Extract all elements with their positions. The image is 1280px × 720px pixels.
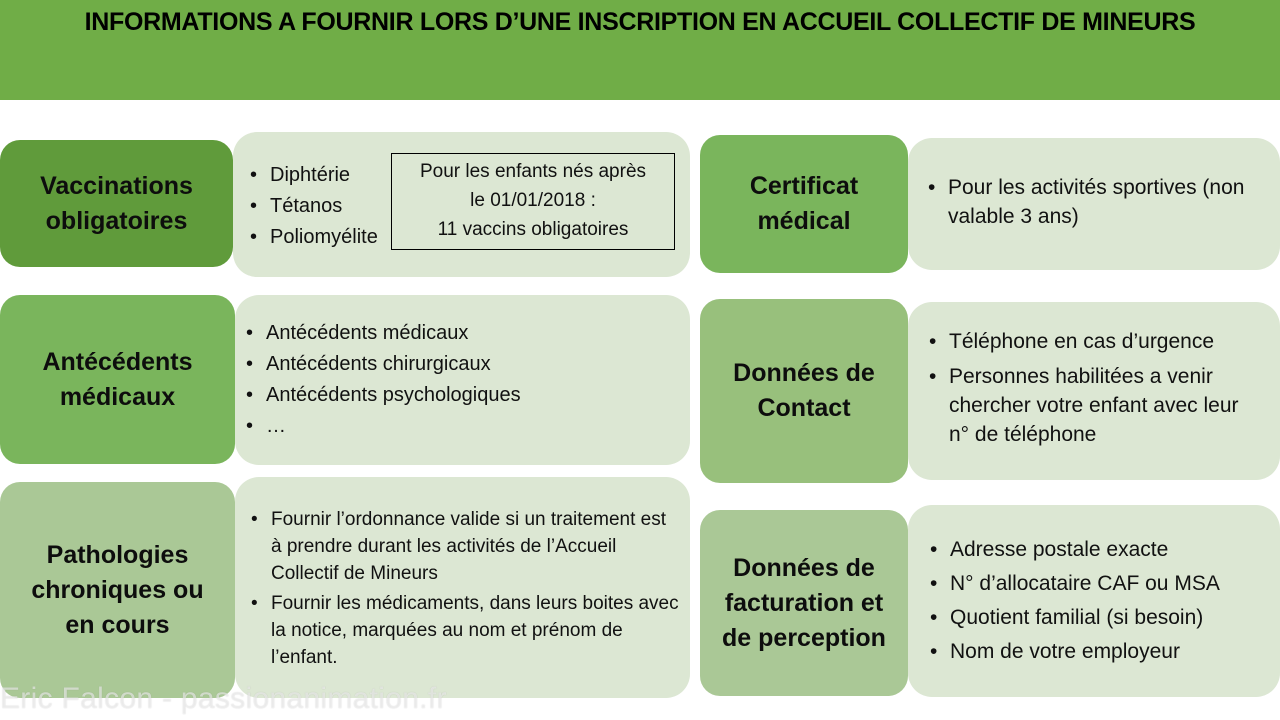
list-item: •Pour les activités sportives (non valab… xyxy=(926,173,1256,231)
bullet-icon: • xyxy=(930,606,938,629)
pathologies-list: •Fournir l’ordonnance valide si un trait… xyxy=(249,506,679,671)
list-item: •Diphtérie xyxy=(248,160,378,191)
pathologies-label-box: Pathologies chroniques ou en cours xyxy=(0,482,235,698)
bullet-icon: • xyxy=(930,538,938,561)
certificat-list: •Pour les activités sportives (non valab… xyxy=(926,173,1256,231)
vaccinations-label-box: Vaccinations obligatoires xyxy=(0,140,233,267)
facturation-content-box: •Adresse postale exacte •N° d’allocatair… xyxy=(908,505,1280,697)
list-item: •Tétanos xyxy=(248,191,378,222)
contact-list: •Téléphone en cas d’urgence •Personnes h… xyxy=(927,327,1262,449)
pathologies-content-box: •Fournir l’ordonnance valide si un trait… xyxy=(235,477,690,698)
note-line: le 01/01/2018 : xyxy=(470,190,596,211)
pathologies-label: Pathologies chroniques ou en cours xyxy=(31,540,204,639)
antecedents-label: Antécédents médicaux xyxy=(42,347,193,411)
certificat-content-box: •Pour les activités sportives (non valab… xyxy=(908,138,1280,270)
antecedents-label-box: Antécédents médicaux xyxy=(0,295,235,464)
facturation-list: •Adresse postale exacte •N° d’allocatair… xyxy=(928,533,1278,669)
bullet-icon: • xyxy=(930,572,938,595)
vaccinations-label: Vaccinations obligatoires xyxy=(40,171,193,235)
list-item: •N° d’allocataire CAF ou MSA xyxy=(928,567,1278,601)
certificat-label: Certificat médical xyxy=(749,172,859,235)
list-item: •Quotient familial (si besoin) xyxy=(928,601,1278,635)
list-item: •Antécédents psychologiques xyxy=(244,380,521,411)
page-title: INFORMATIONS A FOURNIR LORS D’UNE INSCRI… xyxy=(84,8,1196,36)
bullet-icon: • xyxy=(250,195,258,217)
contact-content-box: •Téléphone en cas d’urgence •Personnes h… xyxy=(908,302,1280,480)
bullet-icon: • xyxy=(929,365,937,388)
list-item: •Personnes habilitées a venir chercher v… xyxy=(927,362,1262,449)
bullet-icon: • xyxy=(928,176,936,199)
list-item: •… xyxy=(244,411,521,442)
list-item: •Nom de votre employeur xyxy=(928,635,1278,669)
bullet-icon: • xyxy=(246,415,254,437)
antecedents-list: •Antécédents médicaux •Antécédents chiru… xyxy=(244,318,521,442)
facturation-label-box: Données de facturation et de perception xyxy=(700,510,908,696)
list-item: •Téléphone en cas d’urgence xyxy=(927,327,1262,356)
vaccination-note-box: Pour les enfants nés après le 01/01/2018… xyxy=(391,153,675,250)
bullet-icon: • xyxy=(929,330,937,353)
contact-label: Données de Contact xyxy=(733,359,875,422)
list-item: •Fournir l’ordonnance valide si un trait… xyxy=(249,506,679,587)
note-line: 11 vaccins obligatoires xyxy=(437,219,629,240)
title-banner xyxy=(0,0,1280,100)
antecedents-content-box: •Antécédents médicaux •Antécédents chiru… xyxy=(235,295,690,465)
contact-label-box: Données de Contact xyxy=(700,299,908,483)
bullet-icon: • xyxy=(246,384,254,406)
bullet-icon: • xyxy=(250,164,258,186)
watermark-text: Eric Falcon - passionanimation.fr xyxy=(0,682,447,715)
list-item: •Antécédents chirurgicaux xyxy=(244,349,521,380)
bullet-icon: • xyxy=(246,322,254,344)
bullet-icon: • xyxy=(251,509,258,530)
bullet-icon: • xyxy=(930,640,938,663)
list-item: •Fournir les médicaments, dans leurs boi… xyxy=(249,590,679,671)
vaccinations-list: •Diphtérie •Tétanos •Poliomyélite xyxy=(248,160,378,253)
facturation-label: Données de facturation et de perception xyxy=(722,553,886,652)
bullet-icon: • xyxy=(246,353,254,375)
list-item: •Antécédents médicaux xyxy=(244,318,521,349)
list-item: •Adresse postale exacte xyxy=(928,533,1278,567)
bullet-icon: • xyxy=(250,226,258,248)
note-line: Pour les enfants nés après xyxy=(419,161,647,182)
certificat-label-box: Certificat médical xyxy=(700,135,908,273)
bullet-icon: • xyxy=(251,593,258,614)
list-item: •Poliomyélite xyxy=(248,222,378,253)
